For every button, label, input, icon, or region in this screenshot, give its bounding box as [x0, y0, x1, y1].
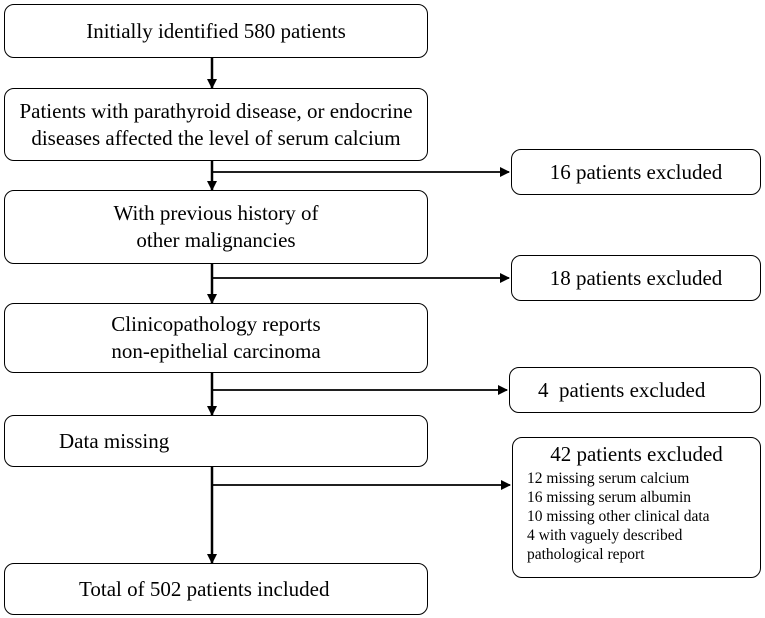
exclusion-box-4: 42 patients excluded 12 missing serum ca… [512, 437, 761, 578]
clinicopath-text-line2: non-epithelial carcinoma [111, 339, 321, 363]
clinicopath-box: Clinicopathology reports non-epithelial … [4, 303, 428, 373]
exclusion-2-text: 18 patients excluded [549, 265, 723, 290]
initial-box: Initially identified 580 patients [4, 4, 428, 58]
exclusion-4-detail: pathological report [527, 546, 645, 563]
exclusion-box-2: 18 patients excluded [511, 255, 761, 301]
exclusion-4-detail: 16 missing serum albumin [527, 489, 692, 506]
exclusion-box-1: 16 patients excluded [511, 149, 761, 195]
exclusion-4-detail: 4 with vaguely described [527, 527, 683, 544]
exclusion-1-text: 16 patients excluded [549, 159, 723, 184]
exclusion-4-detail: 12 missing serum calcium [527, 470, 690, 487]
clinicopath-text-line1: Clinicopathology reports [111, 312, 321, 336]
exclusion-box-3: 4 patients excluded [509, 367, 761, 413]
malignancy-text-line1: With previous history of [113, 201, 319, 225]
total-text: Total of 502 patients included [79, 576, 330, 601]
parathyroid-box: Patients with parathyroid disease, or en… [4, 88, 428, 161]
missing-text: Data missing [59, 428, 170, 453]
exclusion-3-text: 4 patients excluded [538, 377, 706, 402]
total-box: Total of 502 patients included [4, 563, 428, 615]
exclusion-4-detail: 10 missing other clinical data [527, 508, 710, 525]
malignancy-text-line2: other malignancies [136, 228, 296, 252]
malignancy-box: With previous history of other malignanc… [4, 190, 428, 264]
missing-box: Data missing [4, 415, 428, 467]
exclusion-4-title: 42 patients excluded [550, 442, 723, 466]
parathyroid-text-line1: Patients with parathyroid disease, or en… [19, 98, 413, 123]
parathyroid-text-line2: diseases affected the level of serum cal… [31, 125, 401, 150]
initial-text: Initially identified 580 patients [86, 18, 346, 43]
